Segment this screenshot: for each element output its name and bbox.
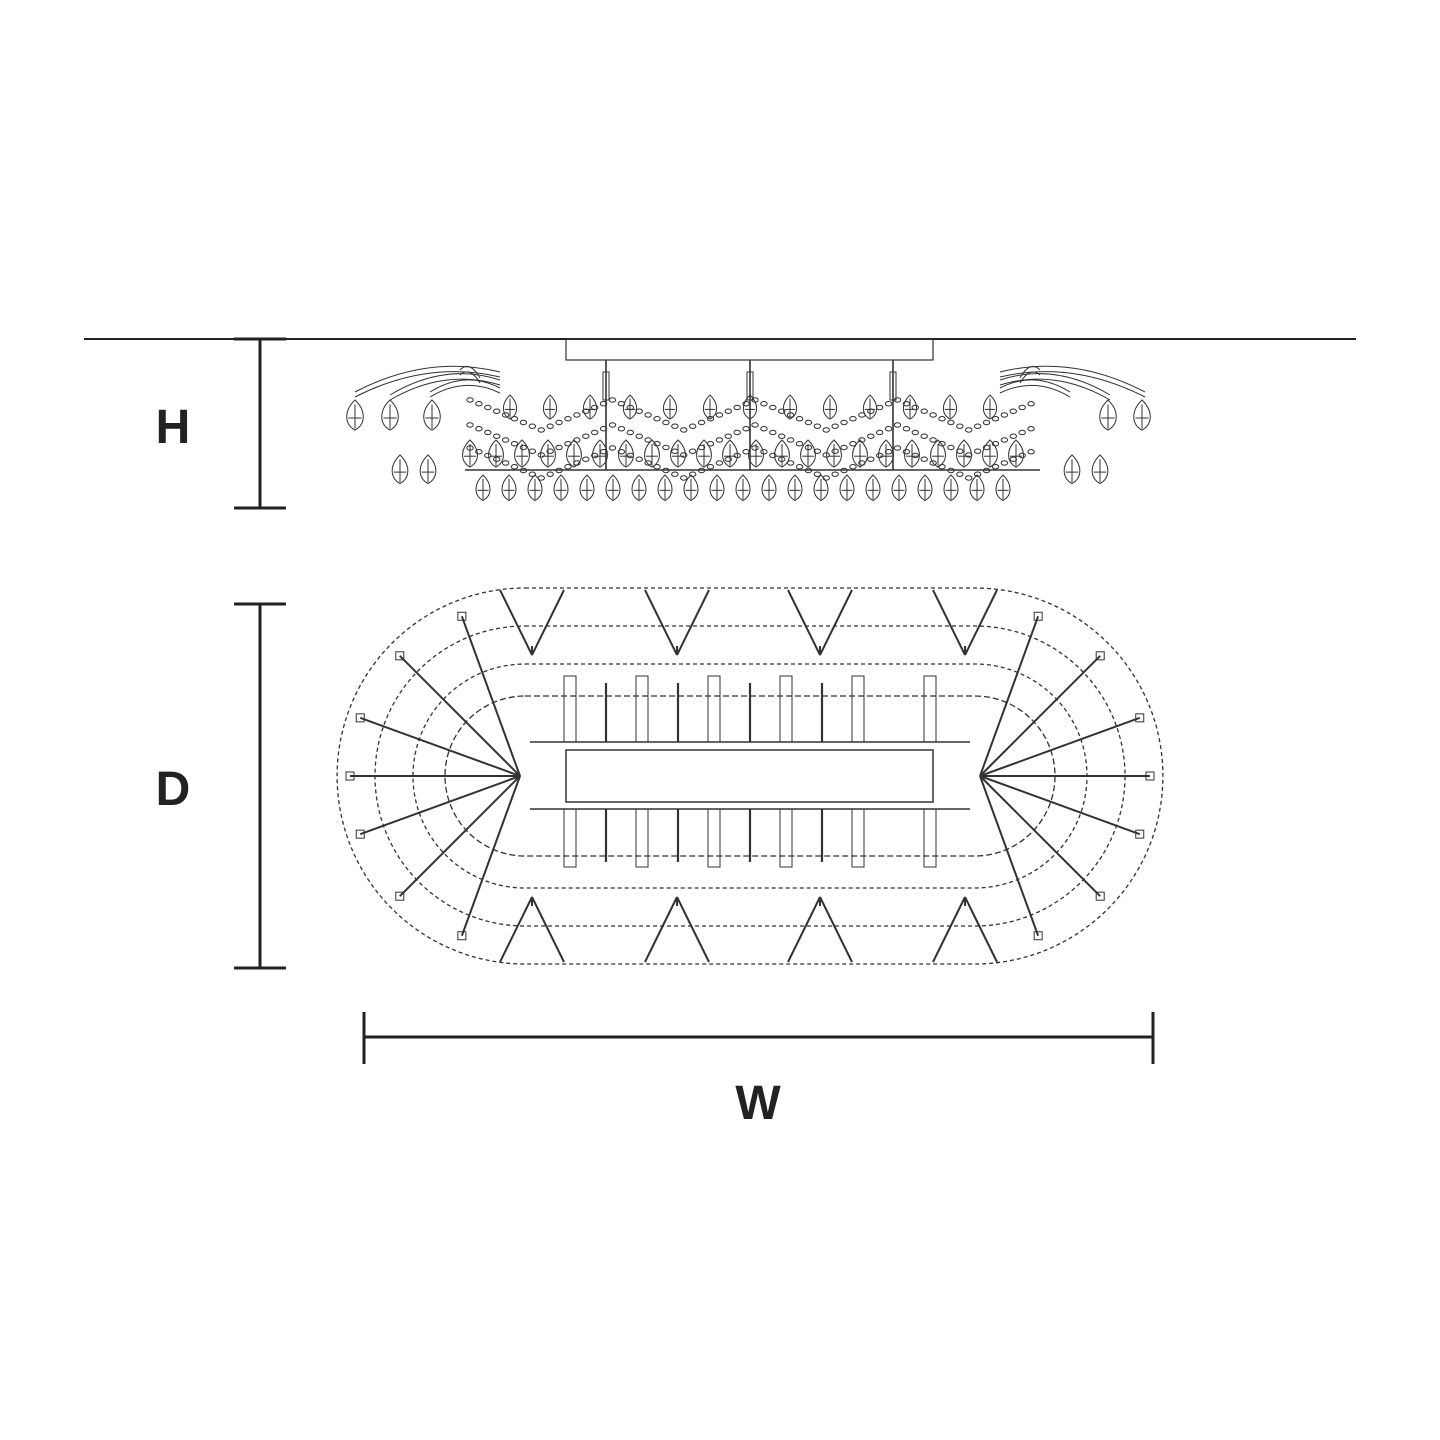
radial-arms [345, 589, 1155, 963]
central-frame [565, 749, 934, 803]
height-dimension-bar [234, 337, 286, 510]
ceiling-canopy [565, 338, 934, 361]
depth-dimension-bar [234, 602, 286, 970]
depth-label: D [155, 763, 191, 816]
chandelier-side-view [346, 338, 1151, 502]
height-label: H [155, 401, 191, 454]
chandelier-top-view [336, 587, 1164, 965]
candle-tubes [563, 675, 937, 868]
crossbars [530, 741, 970, 810]
width-label: W [735, 1077, 781, 1130]
crystal-rings [336, 587, 1164, 965]
crystal-chains [466, 397, 1035, 481]
side-arms [354, 365, 1146, 401]
width-dimension-bar [362, 1012, 1155, 1064]
crystal-drops [346, 394, 1151, 502]
